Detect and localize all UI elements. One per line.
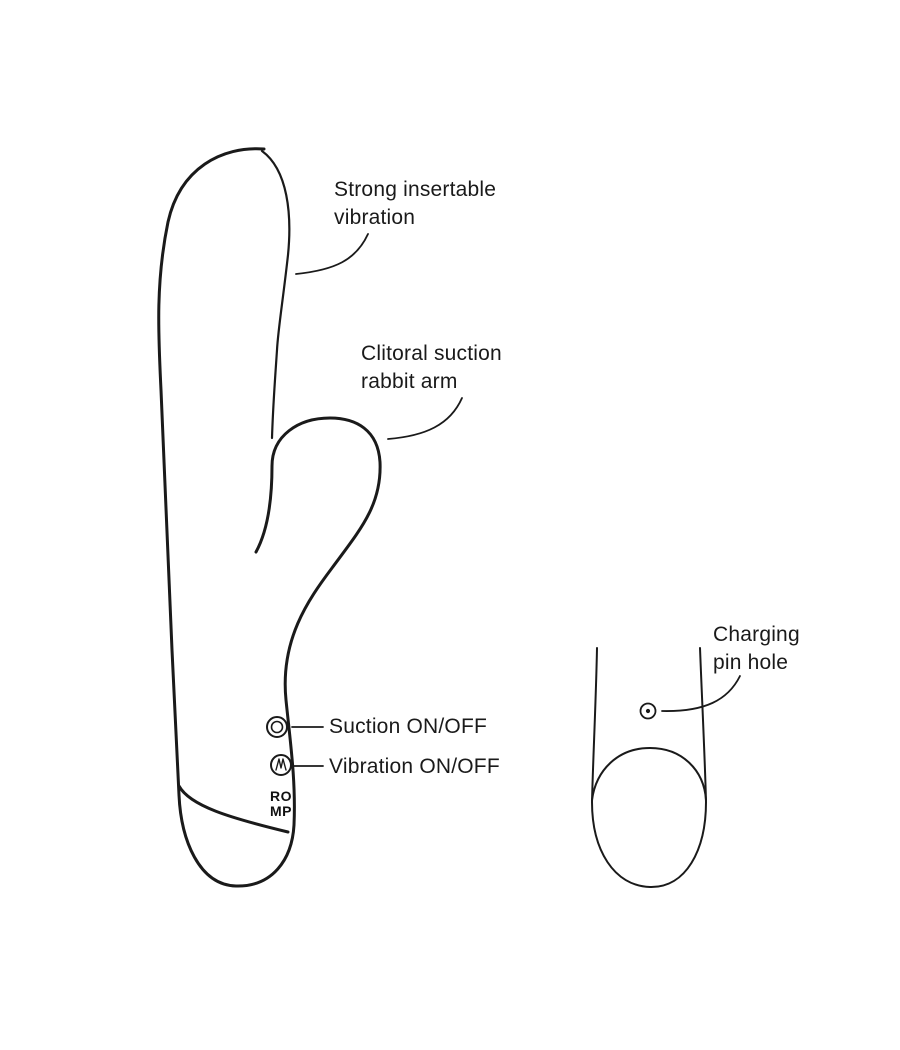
label-rabbit-arm-line-2: rabbit arm [361,370,458,393]
label-charging: Charging pin hole [713,621,800,677]
shaft-inner-edge [260,149,291,440]
handle-band-line [177,784,290,834]
handle-end-curve [591,747,707,801]
label-rabbit-arm-line-1: Clitoral suction [361,342,502,365]
label-vibration-button: Vibration ON/OFF [329,755,500,778]
label-insertable-line-2: vibration [334,206,416,229]
handle-side-outline [591,647,707,889]
label-suction-button: Suction ON/OFF [329,715,488,738]
leader-insertable [295,233,369,275]
label-charging-line-1: Charging [713,623,800,646]
label-rabbit-arm: Clitoral suction rabbit arm [361,340,502,396]
leader-rabbit-arm [387,397,463,440]
brand-logo-line-2: MP [270,803,292,819]
device-body-outline [157,147,382,888]
brand-logo-line-1: RO [270,788,292,804]
label-insertable: Strong insertable vibration [334,176,496,232]
brand-logo: RO MP [266,789,296,819]
vibration-button-icon [270,754,292,776]
leader-charging [661,675,741,712]
label-charging-line-2: pin hole [713,651,789,674]
suction-button-icon [266,716,288,738]
label-insertable-line-1: Strong insertable [334,178,497,201]
charging-pin-icon [639,702,657,720]
